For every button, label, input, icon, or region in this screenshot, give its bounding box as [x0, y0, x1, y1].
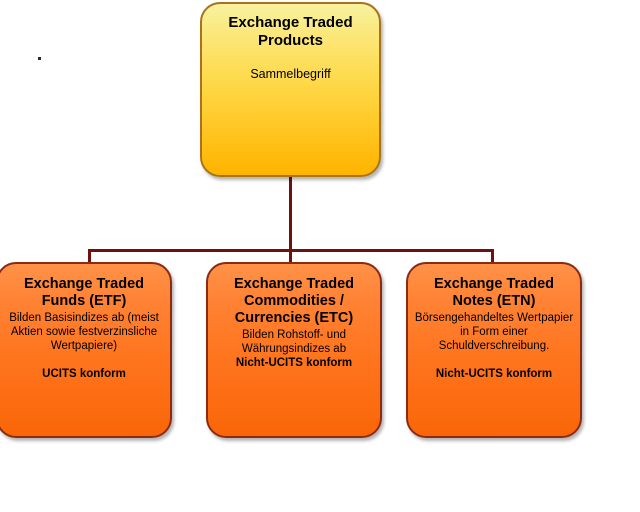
node-exchange-traded-products[interactable]: Exchange Traded Products Sammelbegriff: [200, 2, 381, 177]
node-etf-tag: UCITS konform: [42, 368, 126, 380]
node-etn-title-line1: Exchange Traded: [433, 276, 555, 292]
node-exchange-traded-funds[interactable]: Exchange Traded Funds (ETF) Bilden Basis…: [0, 262, 172, 438]
node-root-title: Exchange Traded Products: [202, 14, 379, 50]
node-root-subtitle: Sammelbegriff: [250, 67, 331, 81]
node-etn-description: Börsengehandeltes Wertpapier in Form ein…: [414, 312, 574, 352]
node-etc-title-line2: Commodities /: [244, 293, 344, 309]
connector-drop-etf: [88, 249, 91, 270]
node-exchange-traded-commodities-currencies[interactable]: Exchange Traded Commodities / Currencies…: [206, 262, 382, 438]
node-exchange-traded-notes[interactable]: Exchange Traded Notes (ETN) Börsengehand…: [406, 262, 582, 438]
node-root-title-line1: Exchange Traded: [228, 14, 353, 31]
node-etn-tag: Nicht-UCITS konform: [435, 368, 553, 380]
connector-root-stem: [289, 176, 292, 252]
node-etc-title-line1: Exchange Traded: [233, 276, 355, 292]
node-root-title-line2: Products: [257, 32, 323, 49]
connector-drop-etn: [491, 249, 494, 270]
node-etf-title-line2: Funds (ETF): [41, 293, 127, 309]
node-etf-description: Bilden Basisindizes ab (meist Aktien sow…: [9, 312, 159, 352]
stray-dot-mark: [38, 57, 41, 60]
node-etn-title-line2: Notes (ETN): [452, 293, 536, 309]
node-etf-title: Exchange Traded Funds (ETF): [0, 276, 170, 310]
node-etn-title: Exchange Traded Notes (ETN): [408, 276, 580, 310]
node-etc-title-line3: Currencies (ETC): [234, 310, 354, 326]
connector-drop-etc: [289, 249, 292, 270]
node-etc-description: Bilden Rohstoff- und Währungsindizes ab: [241, 329, 347, 355]
node-etc-title: Exchange Traded Commodities / Currencies…: [208, 276, 380, 327]
node-etc-tag: Nicht-UCITS konform: [235, 357, 353, 369]
node-etf-title-line1: Exchange Traded: [23, 276, 145, 292]
